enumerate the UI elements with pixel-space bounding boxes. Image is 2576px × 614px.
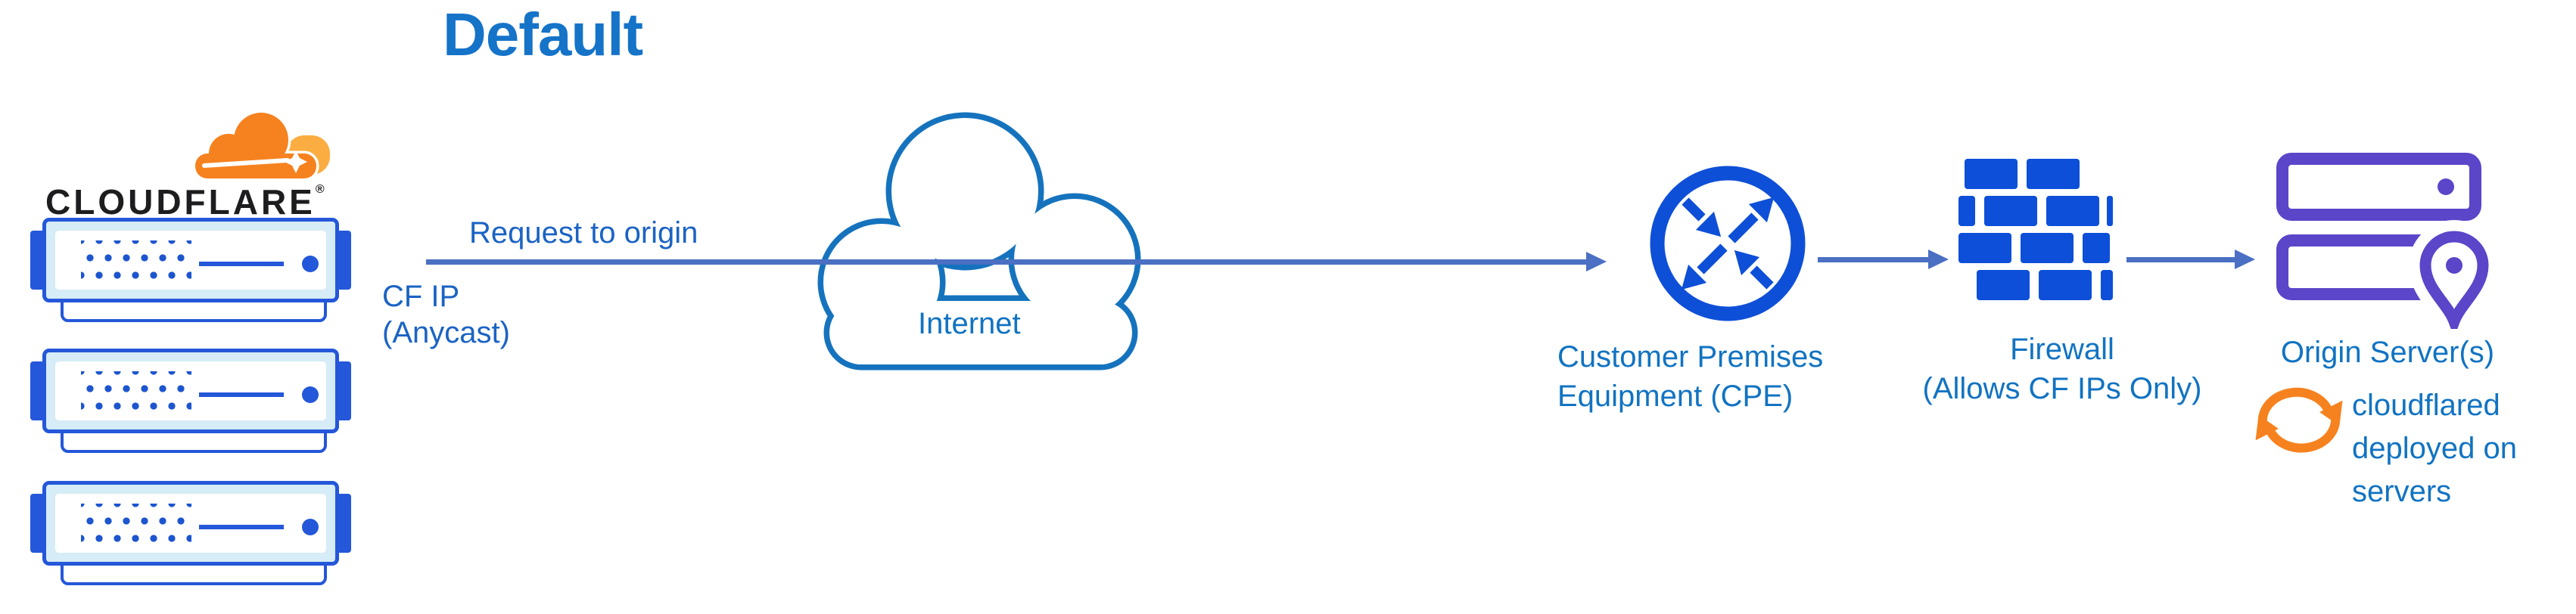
arrowhead xyxy=(2235,250,2255,269)
cloudflared-sync-icon xyxy=(2255,387,2343,453)
server-slot-line xyxy=(199,262,284,266)
page-title: Default xyxy=(443,1,643,68)
server-body xyxy=(42,481,339,566)
cpe-label: Customer Premises Equipment (CPE) xyxy=(1557,340,1824,413)
server-body xyxy=(42,218,339,302)
origin-servers-label: Origin Server(s) xyxy=(2280,336,2495,369)
server-vent-dots xyxy=(81,240,191,287)
server-side-tab xyxy=(337,231,351,290)
server-slot-line xyxy=(199,525,284,529)
arrow-firewall-to-origin xyxy=(2126,257,2235,262)
arrow-cpe-to-firewall xyxy=(1818,257,1929,262)
server-led xyxy=(302,256,319,272)
edge-server-icon xyxy=(30,218,351,322)
registered-mark: ® xyxy=(315,183,325,196)
request-to-origin-label: Request to origin xyxy=(469,216,698,250)
arrowhead xyxy=(1928,250,1949,269)
firewall-icon xyxy=(1958,159,2113,300)
server-side-tab xyxy=(30,361,45,420)
server-vent-dots xyxy=(81,504,191,550)
cf-ip-label: CF IP (Anycast) xyxy=(382,280,510,349)
arrowhead xyxy=(1586,252,1607,271)
server-side-tab xyxy=(337,361,351,420)
internet-label: Internet xyxy=(918,307,1021,340)
edge-server-icon xyxy=(30,481,351,585)
main-flow-arrow xyxy=(426,259,1587,265)
server-side-tab xyxy=(337,494,351,553)
firewall-label: Firewall (Allows CF IPs Only) xyxy=(1922,333,2202,405)
edge-server-icon xyxy=(30,349,351,453)
server-vent-dots xyxy=(81,371,191,418)
server-body xyxy=(42,349,339,433)
cpe-router-icon xyxy=(1650,166,1806,321)
origin-servers-icon xyxy=(2276,153,2497,329)
server-led xyxy=(302,519,319,535)
cloudflared-note: cloudflared deployed on servers xyxy=(2352,389,2517,508)
internet-cloud-icon xyxy=(817,112,1141,371)
server-led xyxy=(302,386,319,403)
server-slot-line xyxy=(199,392,284,397)
cloudflare-wordmark: CLOUDFLARE® xyxy=(45,182,325,222)
server-side-tab xyxy=(30,231,45,290)
cloudflare-cloud-icon xyxy=(192,110,330,180)
server-side-tab xyxy=(30,494,45,553)
